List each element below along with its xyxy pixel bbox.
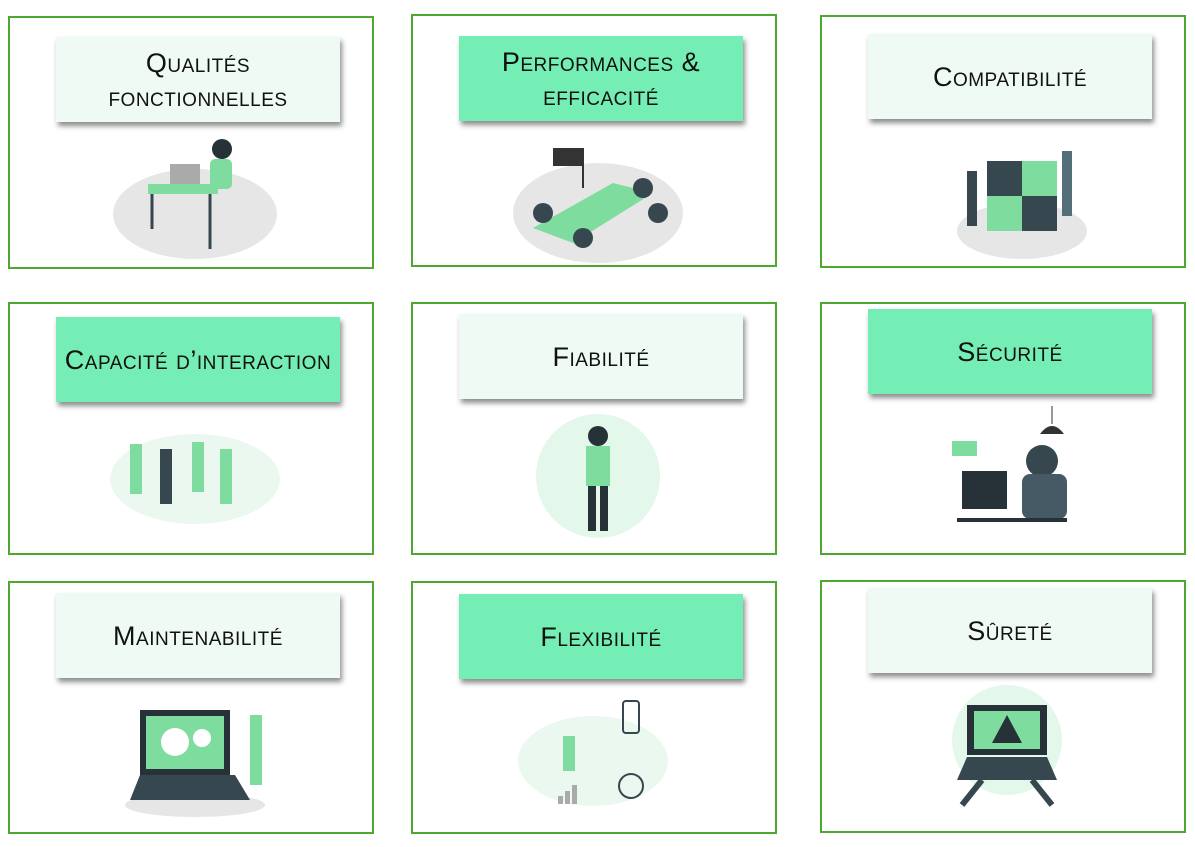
woman-at-laptop-desk-illustration (110, 134, 280, 264)
race-car-checkered-flag-illustration (513, 133, 683, 263)
card-label: Compatibilité (868, 34, 1152, 119)
hacker-at-computer-illustration (922, 406, 1092, 536)
card-label: Performances & efficacité (459, 36, 743, 121)
quality-card: Maintenabilité (8, 581, 374, 834)
quality-card: Capacité d’interaction (8, 302, 374, 555)
card-label: Maintenabilité (56, 593, 340, 678)
quality-card: Qualités fonctionnelles (8, 16, 374, 269)
quality-card: Sûreté (820, 580, 1186, 833)
quality-card: Flexibilité (411, 581, 777, 834)
card-label: Sûreté (868, 588, 1152, 673)
laptop-warning-hands-illustration (922, 685, 1092, 815)
card-label: Fiabilité (459, 314, 743, 399)
card-label: Capacité d’interaction (56, 317, 340, 402)
quality-card: Compatibilité (820, 15, 1186, 268)
quality-card: Fiabilité (411, 302, 777, 555)
runner-mobile-devices-illustration (513, 691, 683, 821)
card-label: Flexibilité (459, 594, 743, 679)
people-puzzle-pieces-illustration (922, 131, 1092, 261)
man-thumbs-up-illustration (513, 411, 683, 541)
quality-card: Sécurité (820, 302, 1186, 555)
celebrating-group-illustration (110, 414, 280, 544)
card-label: Qualités fonctionnelles (56, 37, 340, 122)
quality-card: Performances & efficacité (411, 14, 777, 267)
card-label: Sécurité (868, 309, 1152, 394)
laptop-gears-mechanic-illustration (110, 690, 280, 820)
